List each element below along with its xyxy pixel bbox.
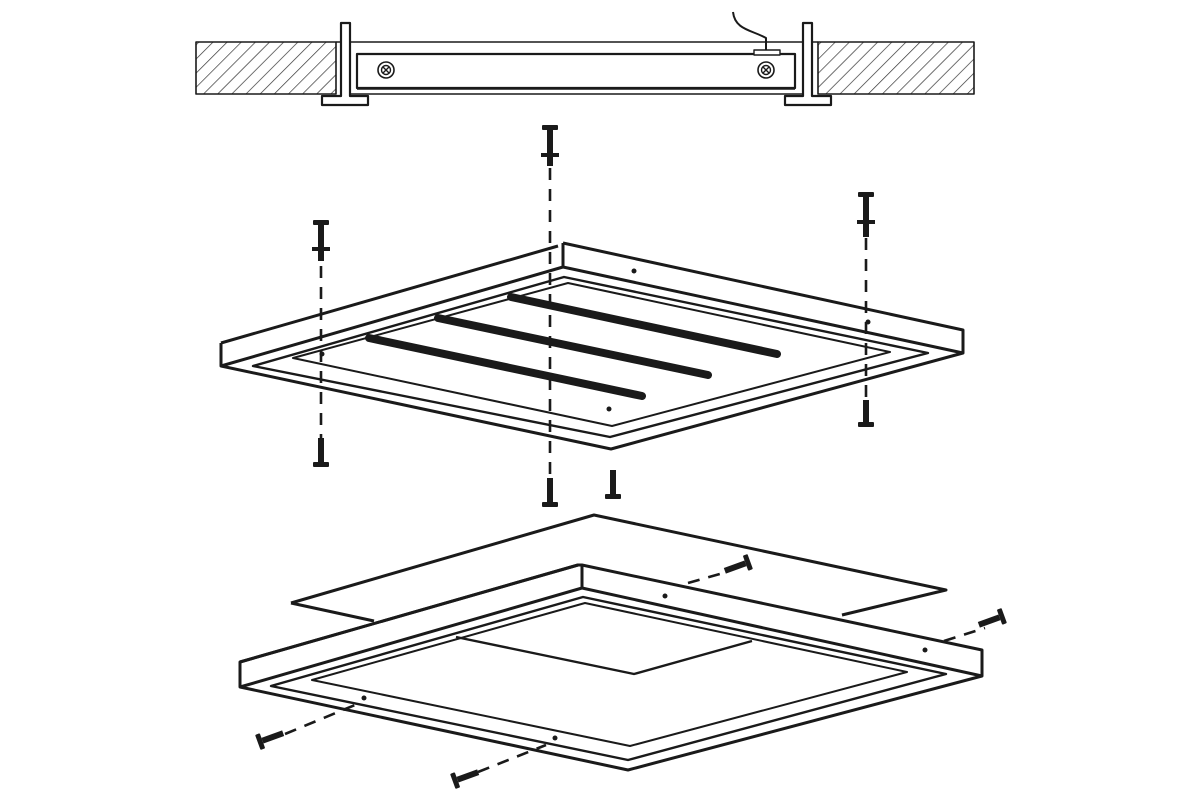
trim-frame <box>238 563 984 772</box>
light-strip-2 <box>434 314 712 379</box>
vertical-guides <box>319 168 868 478</box>
power-cable <box>732 11 767 50</box>
screws-side <box>255 554 1007 789</box>
screw-icon <box>313 438 329 467</box>
screw-icon <box>723 554 753 574</box>
ceiling-block-left <box>195 41 337 95</box>
screw-icon <box>255 730 285 750</box>
section-screw-right <box>757 61 775 79</box>
bracket-right <box>783 21 833 107</box>
screw-icon <box>857 192 875 237</box>
screw-icon <box>977 608 1007 628</box>
light-strip-3 <box>507 293 781 358</box>
screw-icon <box>450 769 480 789</box>
light-strip-1 <box>365 334 646 400</box>
screw-icon <box>312 220 330 261</box>
screws-top <box>312 125 875 507</box>
ceiling-block-right <box>817 41 975 95</box>
light-panel <box>290 513 948 623</box>
screw-icon <box>541 125 559 166</box>
screw-icon <box>542 478 558 507</box>
light-strips <box>365 293 781 400</box>
section-screw-left <box>377 61 395 79</box>
ceiling-cross-section <box>195 11 975 107</box>
screw-icon <box>858 400 874 427</box>
screw-icon <box>605 470 621 499</box>
mounting-frame <box>219 241 965 451</box>
bracket-left <box>320 21 370 107</box>
section-frame-body <box>355 52 797 90</box>
side-guides <box>284 570 986 774</box>
